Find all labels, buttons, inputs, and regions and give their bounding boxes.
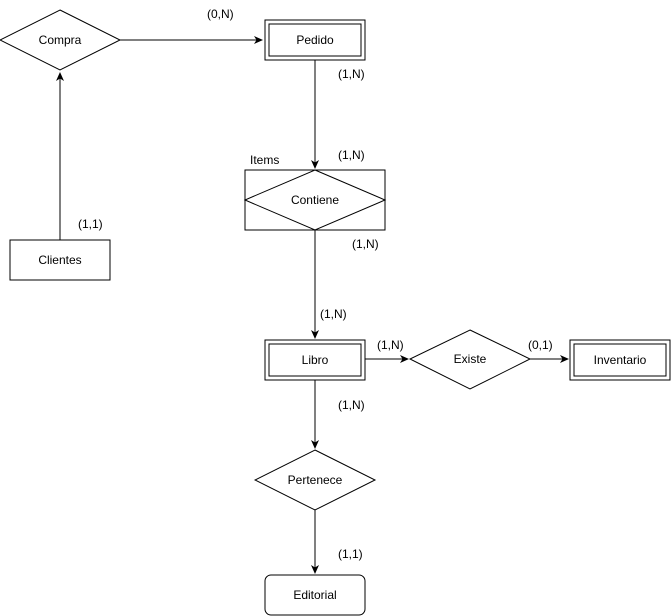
entity-pedido-label: Pedido xyxy=(296,33,334,47)
cardinality-pedido-contiene: (1,N) xyxy=(338,67,365,81)
relationship-pertenece[interactable]: Pertenece xyxy=(253,449,377,511)
cardinality-clientes-compra: (1,1) xyxy=(78,217,103,231)
relationship-existe-label: Existe xyxy=(454,352,487,366)
cardinality-contiene-top: (1,N) xyxy=(338,148,365,162)
entity-pedido[interactable]: Pedido xyxy=(264,19,366,61)
entity-libro[interactable]: Libro xyxy=(264,339,366,381)
relationship-compra-label: Compra xyxy=(39,33,82,47)
relationship-pertenece-label: Pertenece xyxy=(288,473,343,487)
relationship-compra[interactable]: Compra xyxy=(0,9,122,71)
cardinality-labels: (0,N) (1,1) (1,N) (1,N) (1,N) (1,N) (1,N… xyxy=(78,7,553,561)
edges xyxy=(56,36,569,574)
entity-editorial-label: Editorial xyxy=(293,588,336,602)
entity-inventario-label: Inventario xyxy=(594,353,647,367)
cardinality-libro-existe: (1,N) xyxy=(377,338,404,352)
entity-inventario[interactable]: Inventario xyxy=(569,339,671,381)
cardinality-pertenece-editorial: (1,1) xyxy=(338,547,363,561)
entity-clientes[interactable]: Clientes xyxy=(9,239,111,281)
cardinality-compra-pedido: (0,N) xyxy=(207,7,234,21)
cardinality-contiene-bottom: (1,N) xyxy=(352,237,379,251)
cardinality-contiene-libro: (1,N) xyxy=(320,307,347,321)
relationship-existe[interactable]: Existe xyxy=(408,329,532,390)
relationship-contiene-label: Contiene xyxy=(291,193,339,207)
cardinality-libro-pertenece: (1,N) xyxy=(338,398,365,412)
associative-entity-items[interactable]: Contiene Items xyxy=(243,153,387,231)
associative-entity-items-label: Items xyxy=(250,153,279,167)
cardinality-existe-inventario: (0,1) xyxy=(528,338,553,352)
entity-libro-label: Libro xyxy=(302,353,329,367)
entity-clientes-label: Clientes xyxy=(38,253,81,267)
entity-editorial[interactable]: Editorial xyxy=(264,574,366,616)
